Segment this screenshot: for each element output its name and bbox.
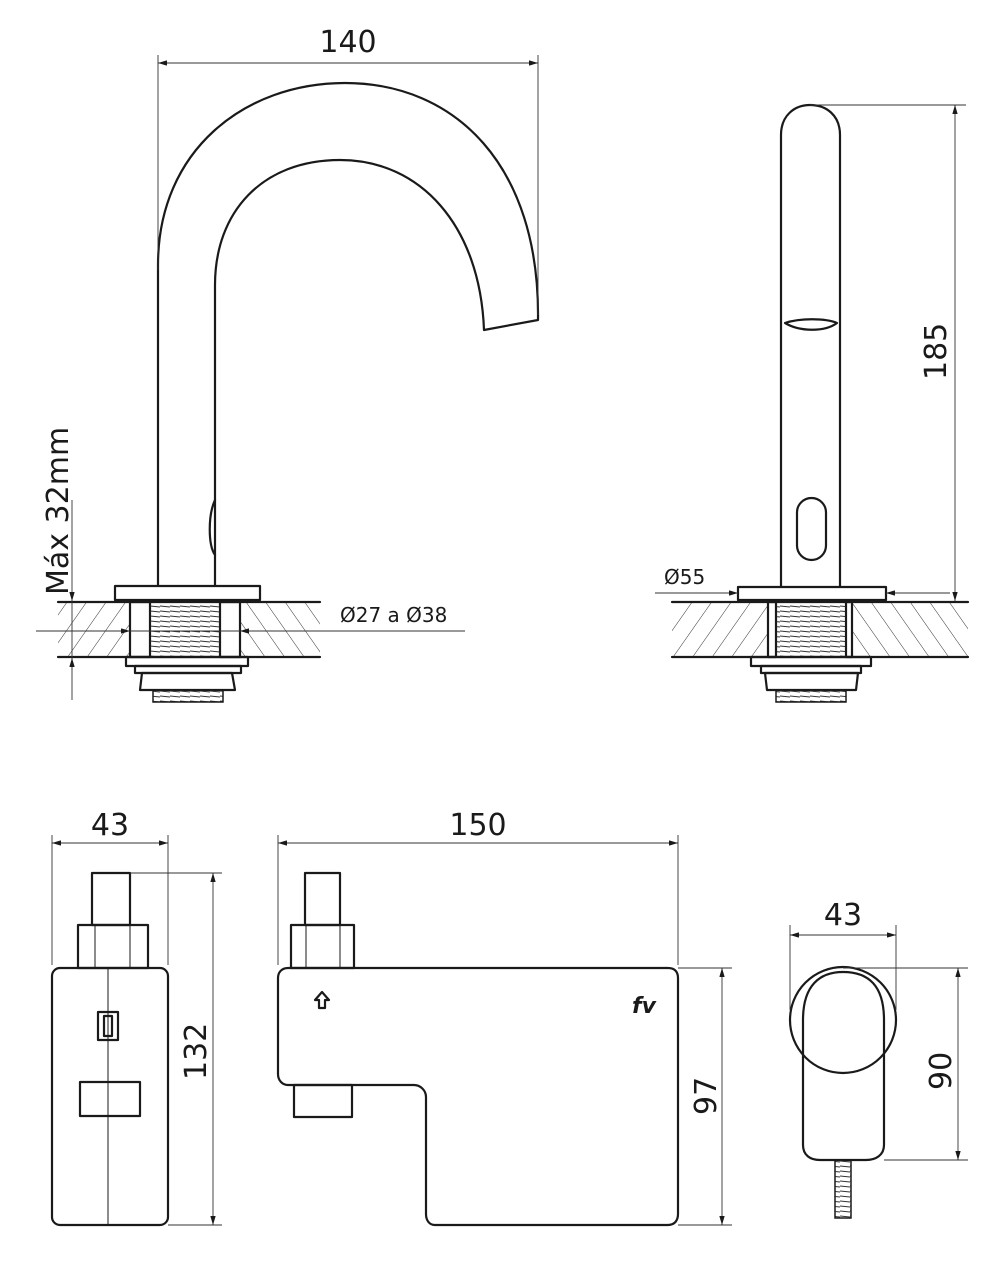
dim-base-diameter: Ø55	[664, 565, 705, 589]
dim-adapter-width: 43	[824, 898, 862, 933]
dim-spout-reach: 140	[319, 25, 376, 60]
arrow-up-icon	[313, 990, 331, 1010]
control-box-front-view: fv 150 97	[276, 808, 732, 1227]
dim-box-height: 97	[689, 1077, 724, 1115]
control-box-side-view: 43 132	[50, 808, 222, 1227]
dim-box-total-height: 132	[179, 1023, 214, 1080]
dim-box-depth: 43	[91, 808, 129, 843]
dim-adapter-height: 90	[924, 1052, 959, 1090]
faucet-side-view: 185 Ø55	[655, 103, 970, 703]
dim-height: 185	[919, 323, 954, 380]
dim-hole-diameter: Ø27 a Ø38	[340, 603, 447, 627]
dim-box-width: 150	[449, 808, 506, 843]
dim-max-thickness: Máx 32mm	[41, 427, 76, 595]
brand-logo: fv	[632, 994, 657, 1019]
faucet-front-view: 140 Máx 32mm Ø27 a Ø38	[36, 25, 540, 703]
power-adapter-view: 43 90	[788, 898, 968, 1219]
